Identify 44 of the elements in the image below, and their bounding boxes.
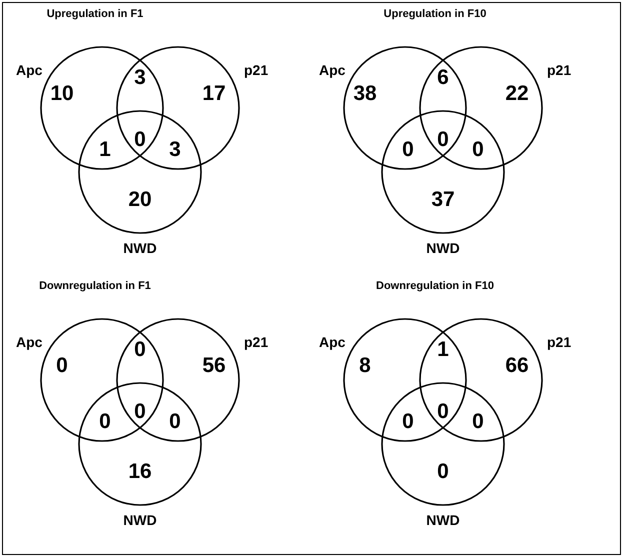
region-count: 0	[56, 354, 68, 378]
set-label: p21	[547, 334, 572, 350]
region-count: 8	[359, 354, 371, 378]
region-count: 1	[437, 338, 449, 362]
set-label: p21	[547, 62, 572, 78]
set-label: NWD	[426, 240, 460, 256]
region-count: 17	[202, 82, 226, 106]
region-count: 6	[437, 66, 449, 90]
region-count: 0	[134, 128, 146, 152]
panel-title: Downregulation in F1	[39, 280, 151, 292]
region-count: 3	[134, 66, 146, 90]
region-count: 0	[402, 410, 414, 434]
set-label: Apc	[16, 334, 42, 350]
panel-title: Upregulation in F10	[384, 8, 486, 20]
region-count: 66	[505, 354, 529, 378]
region-count: 0	[134, 338, 146, 362]
region-count: 38	[353, 82, 377, 106]
region-count: 0	[437, 460, 449, 484]
region-count: 0	[437, 128, 449, 152]
region-count: 22	[505, 82, 529, 106]
region-count: 56	[202, 354, 226, 378]
set-label: NWD	[123, 512, 157, 528]
set-label: NWD	[426, 512, 460, 528]
set-label: p21	[244, 334, 268, 350]
region-count: 0	[402, 138, 414, 162]
set-label: NWD	[123, 240, 157, 256]
region-count: 1	[99, 138, 111, 162]
panel-title: Downregulation in F10	[376, 280, 494, 292]
set-label: Apc	[16, 62, 42, 78]
region-count: 10	[50, 82, 74, 106]
set-label: Apc	[319, 62, 346, 78]
region-count: 0	[134, 400, 146, 424]
region-count: 0	[437, 400, 449, 424]
region-count: 3	[169, 138, 181, 162]
region-count: 0	[472, 138, 484, 162]
set-label: p21	[244, 62, 268, 78]
region-count: 37	[431, 188, 455, 212]
set-label: Apc	[319, 334, 346, 350]
region-count: 16	[128, 460, 152, 484]
panel-title: Upregulation in F1	[46, 8, 144, 20]
region-count: 0	[99, 410, 111, 434]
region-count: 20	[128, 188, 152, 212]
region-count: 0	[169, 410, 181, 434]
region-count: 0	[472, 410, 484, 434]
